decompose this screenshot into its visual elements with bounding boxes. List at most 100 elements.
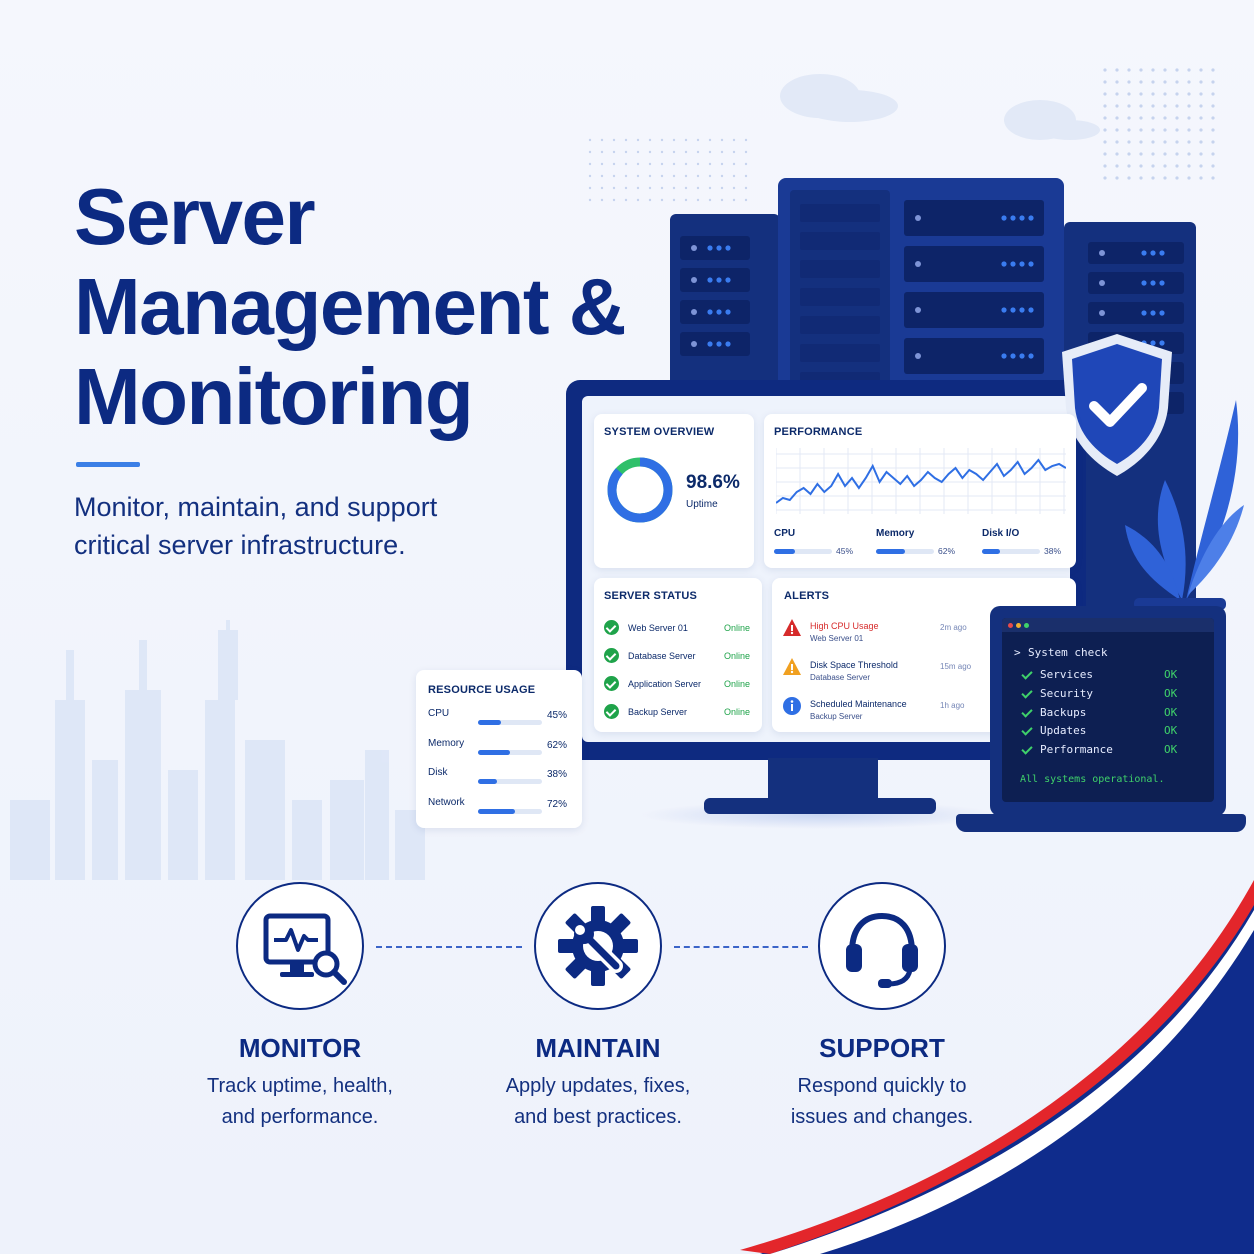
pattern-dot [1187,80,1191,84]
pattern-dot [1175,140,1179,144]
metric-bar-fill [982,549,1000,554]
pattern-dot [1199,116,1203,120]
pattern-dot [1127,68,1131,72]
pattern-dot [1139,104,1143,108]
status-led-icon [1010,215,1016,221]
alert-time: 15m ago [940,662,972,671]
status-led-icon [1028,215,1034,221]
pattern-dot [1187,140,1191,144]
server-unit [800,260,880,278]
power-led-icon [1099,310,1105,316]
server-name: Database Server [628,651,696,661]
server-unit [800,204,880,222]
pattern-dot [588,162,592,166]
pattern-dot [1151,176,1155,180]
pattern-dot [1139,68,1143,72]
status-led-icon [716,341,722,347]
status-led-icon [1028,261,1034,267]
window-dot-icon [1024,623,1029,628]
pattern-dot [1187,128,1191,132]
pattern-dot [636,174,640,178]
pattern-dot [720,174,724,178]
pattern-dot [1103,164,1107,168]
pattern-dot [1175,152,1179,156]
alert-title: High CPU Usage [810,621,879,631]
check-label: Services [1040,668,1093,681]
server-unit [680,332,750,356]
alert-source: Database Server [810,673,871,682]
resource-value: 62% [547,739,568,751]
server-status: Online [724,679,751,689]
pattern-dot [1211,140,1215,144]
power-led-icon [915,215,921,221]
status-led-icon [707,245,713,251]
pattern-dot [1139,140,1143,144]
pattern-dot [1211,104,1215,108]
pattern-dot [648,186,652,190]
pattern-dot [696,138,700,142]
pattern-dot [588,198,592,202]
pattern-dot [648,138,652,142]
check-label: Performance [1040,743,1113,757]
metric-value: 45% [836,546,854,556]
maintain-feature-circle [534,882,662,1010]
pattern-dot [1127,128,1131,132]
pattern-dot [1175,164,1179,168]
pattern-dot [1103,152,1107,156]
terminal-summary: All systems operational. [1020,774,1165,785]
status-led-icon [707,341,713,347]
online-check-icon [604,620,619,635]
desc-line: Apply updates, fixes, [505,1075,691,1097]
pattern-dot [624,138,628,142]
status-led-icon [716,309,722,315]
pattern-dot [1163,116,1167,120]
server-name: Web Server 01 [628,623,688,633]
uptime-value: 98.6% [686,472,740,493]
pattern-dot [684,138,688,142]
pattern-dot [1211,152,1215,156]
pattern-dot [648,162,652,166]
feature-desc-support: Respond quickly to issues and changes. [742,1071,1022,1133]
pattern-dot [1175,68,1179,72]
resource-label: Memory [428,737,465,749]
pattern-dot [1115,128,1119,132]
check-icon [1021,724,1033,737]
resource-bar-fill [478,720,502,725]
pattern-dot [1151,68,1155,72]
status-led-icon [725,245,731,251]
monitor-base [704,798,936,814]
pattern-dot [1115,176,1119,180]
pattern-dot [1163,176,1167,180]
pattern-dot [1175,116,1179,120]
pattern-dot [720,150,724,154]
resource-bar-fill [478,749,510,755]
pattern-dot [624,162,628,166]
pattern-dot [660,150,664,154]
pattern-dot [672,174,676,178]
window-dot-icon [1008,623,1013,628]
system-overview-card: SYSTEM OVERVIEW 98.6% Uptime [594,414,754,568]
status-led-icon [1019,307,1025,313]
power-led-icon [915,261,921,267]
pattern-dot [624,198,628,202]
status-led-icon [1159,340,1165,346]
pattern-dot [1127,152,1131,156]
resource-bar-fill [478,779,498,784]
pattern-dot [1103,128,1107,132]
title-line: Management & [74,262,626,351]
status-led-icon [1159,250,1165,256]
laptop-base [956,814,1246,832]
pattern-dot [1139,176,1143,180]
power-led-icon [1099,280,1105,286]
alert-title: Scheduled Maintenance [810,699,907,709]
status-led-icon [716,245,722,251]
terminal-command: System check [1028,646,1108,659]
pattern-dot [660,198,664,202]
pattern-dot [708,198,712,202]
pattern-dot [1187,92,1191,96]
status-led-icon [1150,340,1156,346]
shield-check-icon [1062,334,1172,476]
pattern-dot [1163,68,1167,72]
pattern-dot [1115,104,1119,108]
